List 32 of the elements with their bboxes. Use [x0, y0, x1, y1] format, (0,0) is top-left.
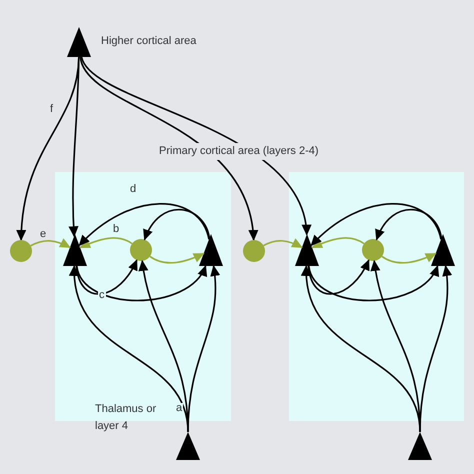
arrow — [308, 259, 370, 295]
arrow — [76, 259, 138, 295]
edge-label: b — [112, 224, 120, 235]
arrow — [308, 265, 438, 302]
node-caption: Higher cortical area — [101, 34, 198, 49]
arrow — [311, 237, 364, 248]
area-label: Primary cortical area (layers 2-4) — [159, 143, 319, 160]
edge-label: a — [175, 403, 184, 414]
arrow — [144, 208, 210, 241]
arrow — [263, 238, 303, 248]
arrow — [76, 265, 206, 302]
arrow — [80, 56, 310, 236]
arrow — [30, 238, 71, 248]
arrow — [187, 265, 220, 432]
arrow — [68, 56, 80, 238]
arrow — [310, 203, 442, 246]
arrow — [419, 265, 452, 432]
arrow — [382, 252, 437, 264]
arrow — [79, 237, 132, 248]
arrow — [138, 260, 189, 432]
area-panel — [289, 172, 464, 421]
node-caption: Thalamus or layer 4 — [95, 402, 158, 434]
arrow — [376, 208, 442, 241]
arrow — [78, 203, 210, 246]
arrow — [150, 252, 205, 264]
edge-label: d — [129, 184, 138, 195]
edge-label: c — [98, 290, 106, 301]
arrow — [370, 260, 421, 432]
edge-label: e — [39, 229, 48, 240]
edge-label: f — [49, 104, 54, 115]
area-panel — [55, 172, 231, 421]
arrow — [80, 56, 258, 241]
